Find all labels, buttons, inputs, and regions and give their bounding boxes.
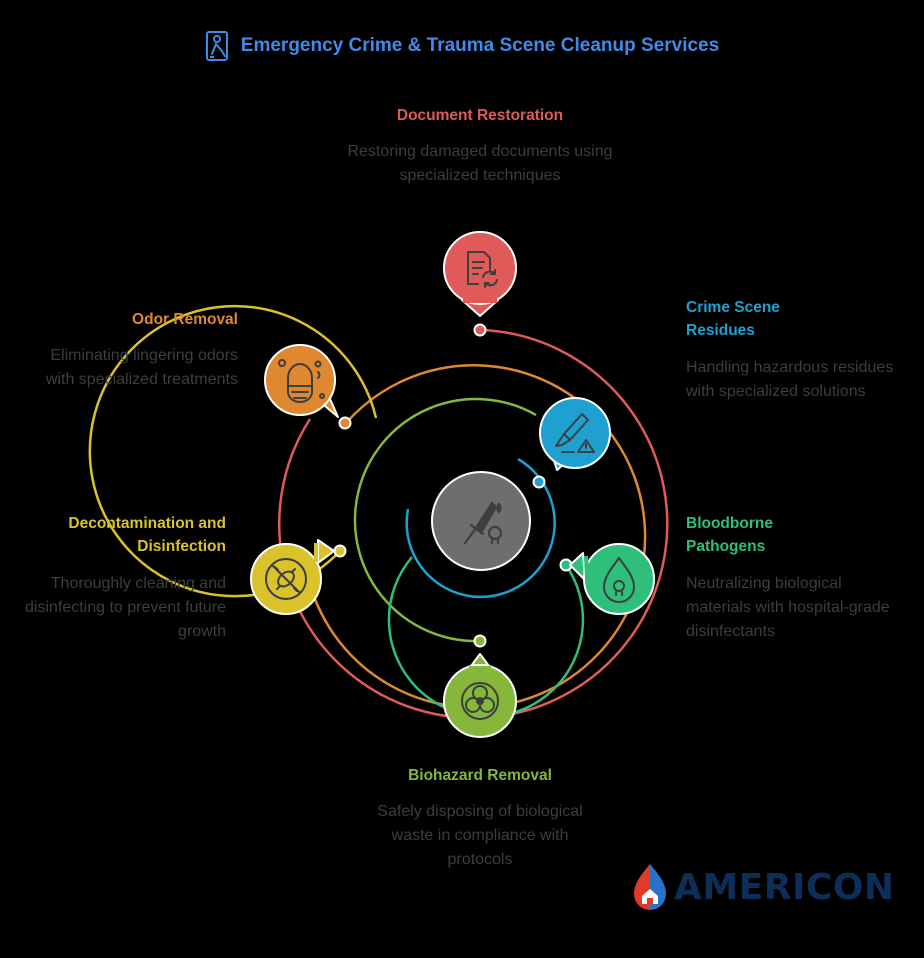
dot-biohazard-removal <box>473 634 487 648</box>
scalpel-warning-icon <box>555 413 595 453</box>
document-refresh-icon <box>467 251 498 288</box>
no-germs-icon <box>265 558 307 600</box>
mask-face-icon <box>278 359 325 403</box>
dot-odor-removal <box>338 416 352 430</box>
desc-odor-removal: Eliminating lingering odors with special… <box>45 347 238 388</box>
label-odor-removal: Odor Removal <box>132 311 238 328</box>
ring-decontamination <box>88 304 378 598</box>
biohazard-icon <box>461 682 499 720</box>
badge-document-restoration <box>443 231 517 317</box>
badge-decontamination <box>250 539 335 615</box>
badge-odor-removal <box>264 344 339 418</box>
desc-decontamination: Thoroughly cleaning and disinfecting to … <box>24 575 226 640</box>
label-decontamination: Decontamination and Disinfection <box>68 515 226 555</box>
cleaner-person-icon <box>205 31 228 61</box>
dot-decontamination <box>333 544 347 558</box>
desc-biohazard-removal: Safely disposing of biological waste in … <box>377 803 583 868</box>
badge-crime-scene-residues <box>539 397 611 471</box>
label-document-restoration: Document Restoration <box>396 107 564 124</box>
badge-biohazard-removal <box>443 653 517 738</box>
page-title: Emergency Crime & Trauma Scene Cleanup S… <box>240 35 720 56</box>
label-biohazard-removal: Biohazard Removal <box>408 767 552 784</box>
badge-bloodborne-pathogens <box>569 543 655 615</box>
dot-document-restoration <box>473 323 487 337</box>
americon-logo: AMERICON <box>632 862 895 912</box>
header: Emergency Crime & Trauma Scene Cleanup S… <box>0 30 924 62</box>
logo-wordmark: AMERICON <box>674 866 895 908</box>
dot-crime-scene-residues <box>532 475 546 489</box>
blood-drop-skull-icon <box>602 556 636 603</box>
label-crime-scene-residues: Crime Scene Residues <box>686 299 780 339</box>
ring-biohazard-removal <box>353 397 537 643</box>
ring-crime-scene-residues <box>405 457 556 599</box>
logo-mark-icon <box>634 864 666 910</box>
desc-document-restoration: Restoring damaged documents using specia… <box>347 143 613 184</box>
knife-blood-skull-icon <box>463 501 503 545</box>
desc-bloodborne-pathogens: Neutralizing biological materials with h… <box>686 575 890 640</box>
desc-crime-scene-residues: Handling hazardous residues with special… <box>686 359 894 400</box>
label-bloodborne-pathogens: Bloodborne Pathogens <box>686 515 773 555</box>
